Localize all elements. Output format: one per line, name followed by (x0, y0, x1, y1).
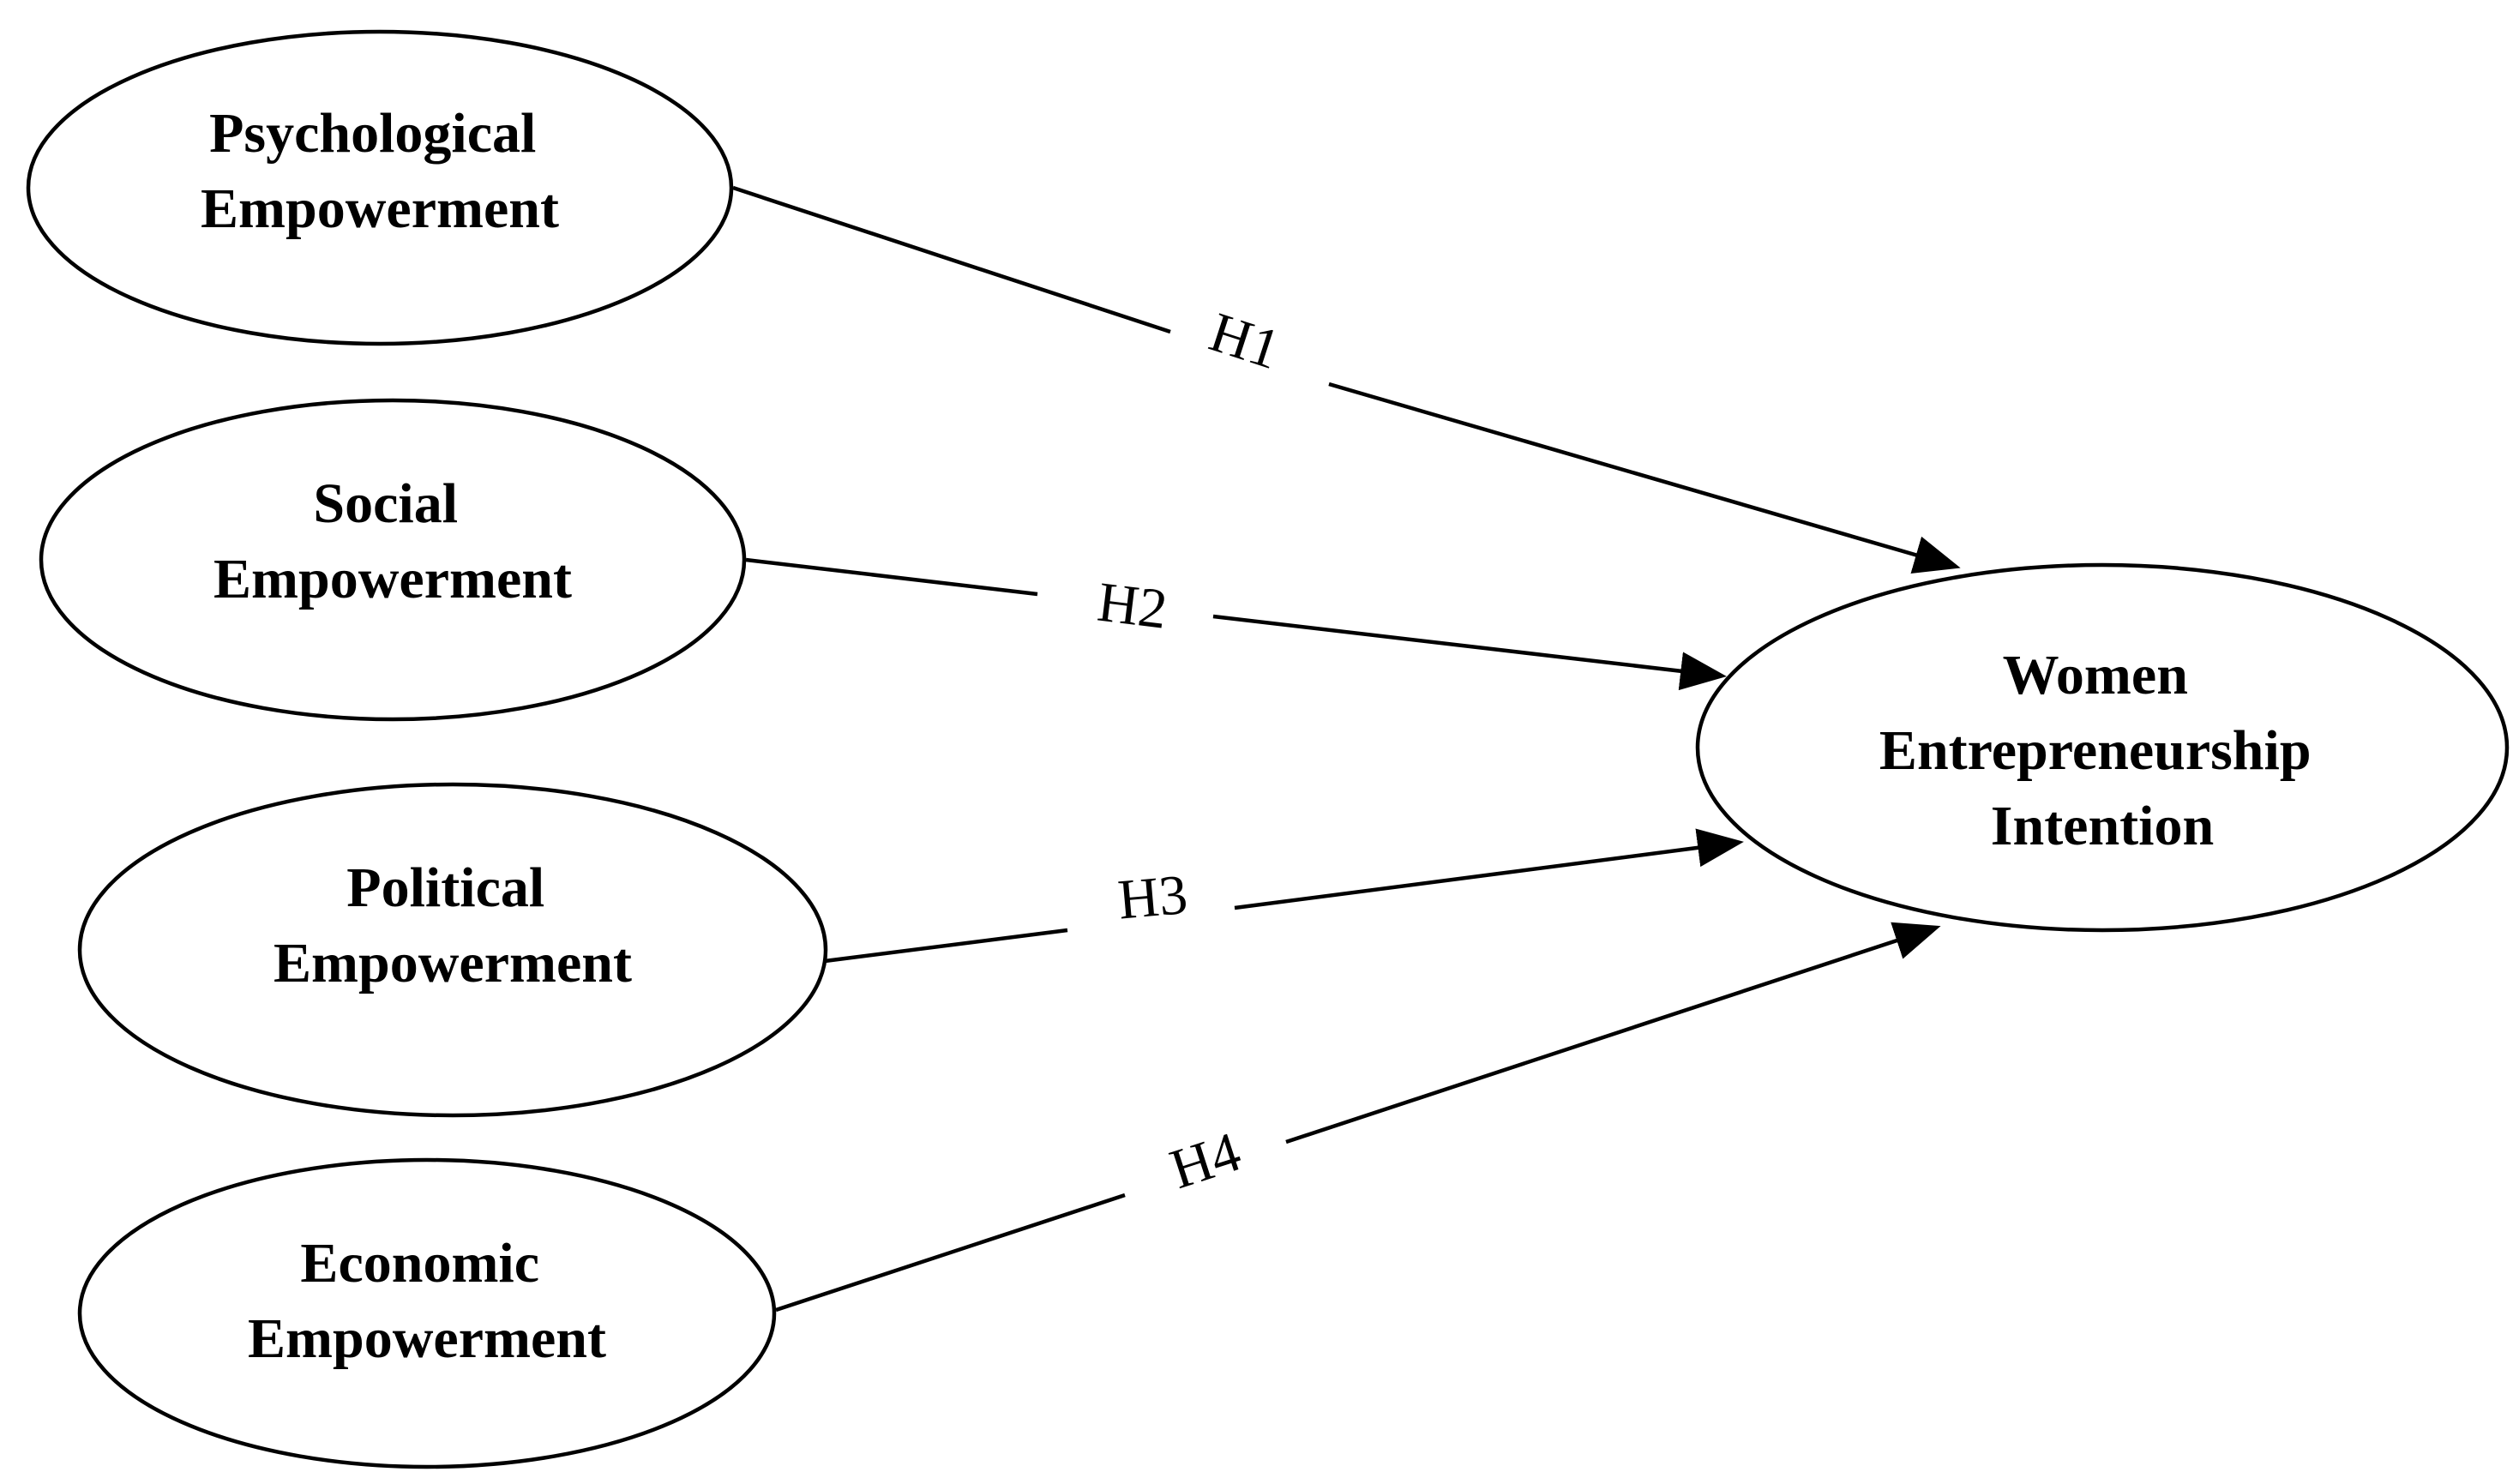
node-economic-empowerment-shape (77, 1157, 777, 1469)
node-social-empowerment-shape (39, 398, 747, 722)
edge-h4-segment-start (775, 1193, 1126, 1313)
node-political-empowerment-line-2: Empowerment (274, 932, 632, 994)
edge-label-h4: H4 (1163, 1121, 1247, 1201)
node-psychological-empowerment-line-1: Psychological (209, 102, 536, 165)
node-women-entrepreneurship-intention-label: Women Entrepreneurship Intention (1879, 644, 2325, 857)
node-psychological-empowerment-shape (26, 29, 734, 346)
node-social-empowerment-line-1: Social (313, 472, 458, 535)
edge-h2-segment-start (745, 557, 1038, 597)
node-social-empowerment: Social Empowerment (39, 398, 747, 722)
edge-label-h2: H2 (1094, 571, 1170, 641)
node-women-entrepreneurship-intention-line-3: Intention (1991, 795, 2214, 857)
node-political-empowerment-shape (77, 782, 828, 1118)
edges-layer: H1 H2 H3 H4 (732, 185, 1961, 1313)
node-psychological-empowerment-line-2: Empowerment (201, 177, 559, 240)
node-women-entrepreneurship-intention-line-2: Entrepreneurship (1879, 719, 2312, 782)
node-economic-empowerment-label: Economic Empowerment (248, 1232, 606, 1370)
node-women-entrepreneurship-intention-shape (1695, 562, 2510, 933)
node-political-empowerment-label: Political Empowerment (274, 856, 632, 994)
node-women-entrepreneurship-intention: Women Entrepreneurship Intention (1695, 562, 2510, 933)
edge-h3-segment-start (824, 928, 1068, 964)
edge-h4-arrow (1285, 922, 1941, 1145)
node-psychological-empowerment-label: Psychological Empowerment (201, 102, 559, 240)
edge-h1: H1 (732, 185, 1961, 574)
edge-h1-segment-start (732, 185, 1171, 334)
edge-h4: H4 (775, 922, 1941, 1313)
nodes-layer: Psychological Empowerment Social Empower… (26, 29, 2510, 1469)
node-social-empowerment-line-2: Empowerment (213, 548, 572, 610)
edge-h2-arrow (1212, 614, 1727, 691)
node-women-entrepreneurship-intention-line-1: Women (2003, 644, 2188, 706)
node-political-empowerment: Political Empowerment (77, 782, 828, 1118)
edge-label-h1: H1 (1202, 301, 1287, 382)
node-political-empowerment-line-1: Political (346, 856, 544, 919)
node-social-empowerment-label: Social Empowerment (213, 472, 572, 610)
edge-h1-arrow (1328, 382, 1961, 574)
node-economic-empowerment-line-2: Empowerment (248, 1307, 606, 1370)
node-economic-empowerment-line-1: Economic (300, 1232, 539, 1295)
node-psychological-empowerment: Psychological Empowerment (26, 29, 734, 346)
edge-h2: H2 (745, 557, 1727, 691)
edge-h3: H3 (824, 828, 1744, 964)
edge-label-h3: H3 (1115, 863, 1190, 932)
edge-h3-arrow (1234, 828, 1744, 910)
node-economic-empowerment: Economic Empowerment (77, 1157, 777, 1469)
